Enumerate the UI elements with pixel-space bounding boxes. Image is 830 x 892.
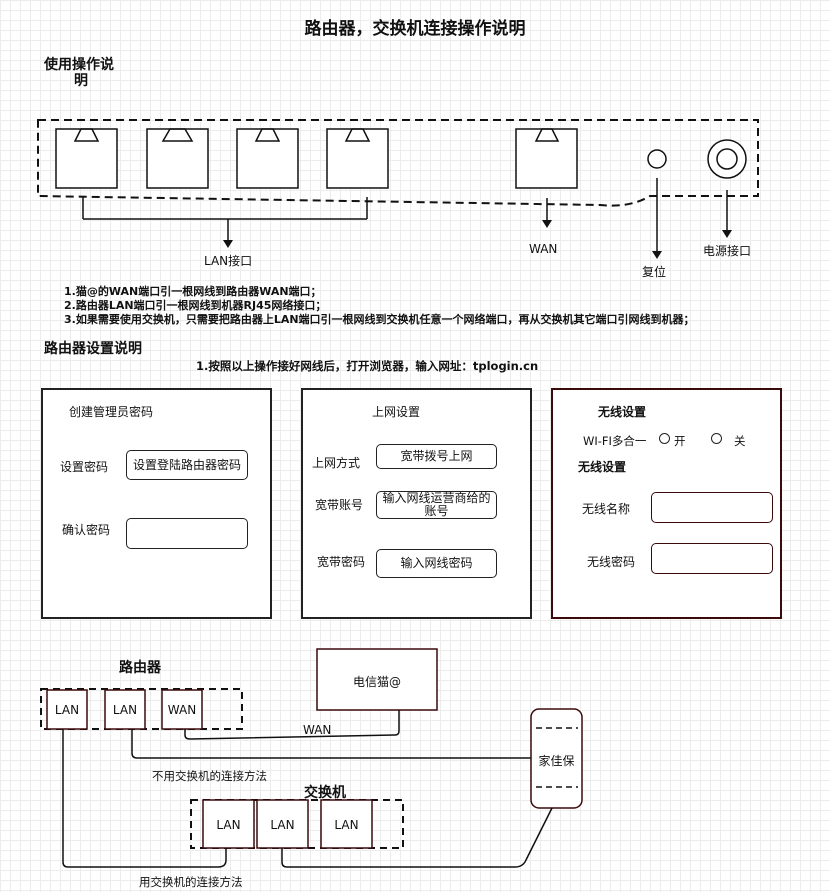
wifi-off-label: 关 <box>734 434 746 448</box>
router-lan-port-1-label: LAN <box>54 703 80 717</box>
wan-cable <box>184 710 400 740</box>
router-lan-port-2 <box>104 689 146 730</box>
admin-password-panel <box>41 388 272 619</box>
wireless-name-label: 无线名称 <box>582 502 631 516</box>
connection-mode-label: 上网方式 <box>312 456 361 470</box>
usage-step-2: 2.路由器LAN端口引一根网线到机器RJ45网络接口； <box>64 299 327 312</box>
router-wan-port <box>161 689 203 730</box>
modem-label: 电信猫@ <box>352 675 401 689</box>
wifi-on-label: 开 <box>674 434 686 448</box>
wifi-on-radio[interactable] <box>659 433 670 444</box>
settings-heading: 路由器设置说明 <box>44 341 142 357</box>
switch-label: 交换机 <box>304 785 346 801</box>
broadband-password-input[interactable]: 输入网线密码 <box>376 549 497 578</box>
wireless-name-input[interactable] <box>651 492 773 523</box>
switch-lan-port-3 <box>320 799 373 849</box>
connection-mode-select[interactable]: 宽带拨号上网 <box>376 444 497 469</box>
router-panel-outline <box>37 119 759 207</box>
wireless-panel-title: 无线设置 <box>598 405 647 419</box>
no-switch-method-label: 不用交换机的连接方法 <box>152 769 267 783</box>
power-label: 电源接口 <box>703 244 752 258</box>
set-password-input[interactable]: 设置登陆路由器密码 <box>126 450 248 480</box>
reset-button-icon <box>647 149 667 169</box>
lan-port-3 <box>236 128 299 189</box>
wireless-password-input[interactable] <box>651 543 773 574</box>
home-device-label: 家佳保 <box>538 754 575 768</box>
router-label: 路由器 <box>119 660 161 676</box>
modem-box <box>316 648 438 711</box>
router-to-switch-cable <box>62 729 227 868</box>
broadband-account-input[interactable]: 输入网线运营商给的账号 <box>376 491 497 519</box>
switch-lan-port-1 <box>202 799 255 849</box>
internet-panel-title: 上网设置 <box>372 405 421 419</box>
switch-lan-port-2-label: LAN <box>270 818 295 832</box>
usage-step-3: 3.如果需要使用交换机，只需要把路由器上LAN端口引一根网线到交换机任意一个网络… <box>64 313 695 326</box>
reset-label: 复位 <box>642 265 667 279</box>
switch-lan-port-2 <box>256 799 309 849</box>
lan-interface-label: LAN接口 <box>204 254 253 268</box>
lan-port-1 <box>55 128 118 189</box>
switch-to-device-cable <box>281 807 553 868</box>
router-wan-port-label: WAN <box>167 703 197 717</box>
wireless-subtitle: 无线设置 <box>578 460 627 474</box>
usage-step-1: 1.猫@的WAN端口引一根网线到路由器WAN端口； <box>64 285 322 298</box>
no-switch-cable <box>131 729 531 759</box>
router-lan-port-1 <box>46 689 88 730</box>
usage-heading: 使用操作说 <box>44 57 114 73</box>
page-title: 路由器，交换机连接操作说明 <box>304 19 526 39</box>
settings-step-1: 1.按照以上操作接好网线后，打开浏览器，输入网址：tplogin.cn <box>196 359 539 373</box>
broadband-account-label: 宽带账号 <box>315 498 364 512</box>
wan-port <box>515 128 578 189</box>
switch-lan-port-1-label: LAN <box>216 818 241 832</box>
with-switch-method-label: 用交换机的连接方法 <box>139 875 243 889</box>
router-lan-port-2-label: LAN <box>112 703 138 717</box>
switch-lan-port-3-label: LAN <box>334 818 359 832</box>
wifi-off-radio[interactable] <box>711 433 722 444</box>
wireless-password-label: 无线密码 <box>587 555 636 569</box>
wifi-combine-label: WI-FI多合一 <box>583 434 647 448</box>
set-password-label: 设置密码 <box>60 460 109 474</box>
power-jack-icon <box>707 139 747 179</box>
broadband-password-label: 宽带密码 <box>317 555 366 569</box>
lan-port-4 <box>326 128 389 189</box>
admin-panel-title: 创建管理员密码 <box>69 405 154 419</box>
wan-interface-label: WAN <box>529 242 558 256</box>
wan-link-label: WAN <box>303 723 332 737</box>
usage-heading-cont: 明 <box>74 73 88 89</box>
lan-port-2 <box>146 128 209 189</box>
confirm-password-label: 确认密码 <box>62 523 111 537</box>
confirm-password-input[interactable] <box>126 518 248 549</box>
